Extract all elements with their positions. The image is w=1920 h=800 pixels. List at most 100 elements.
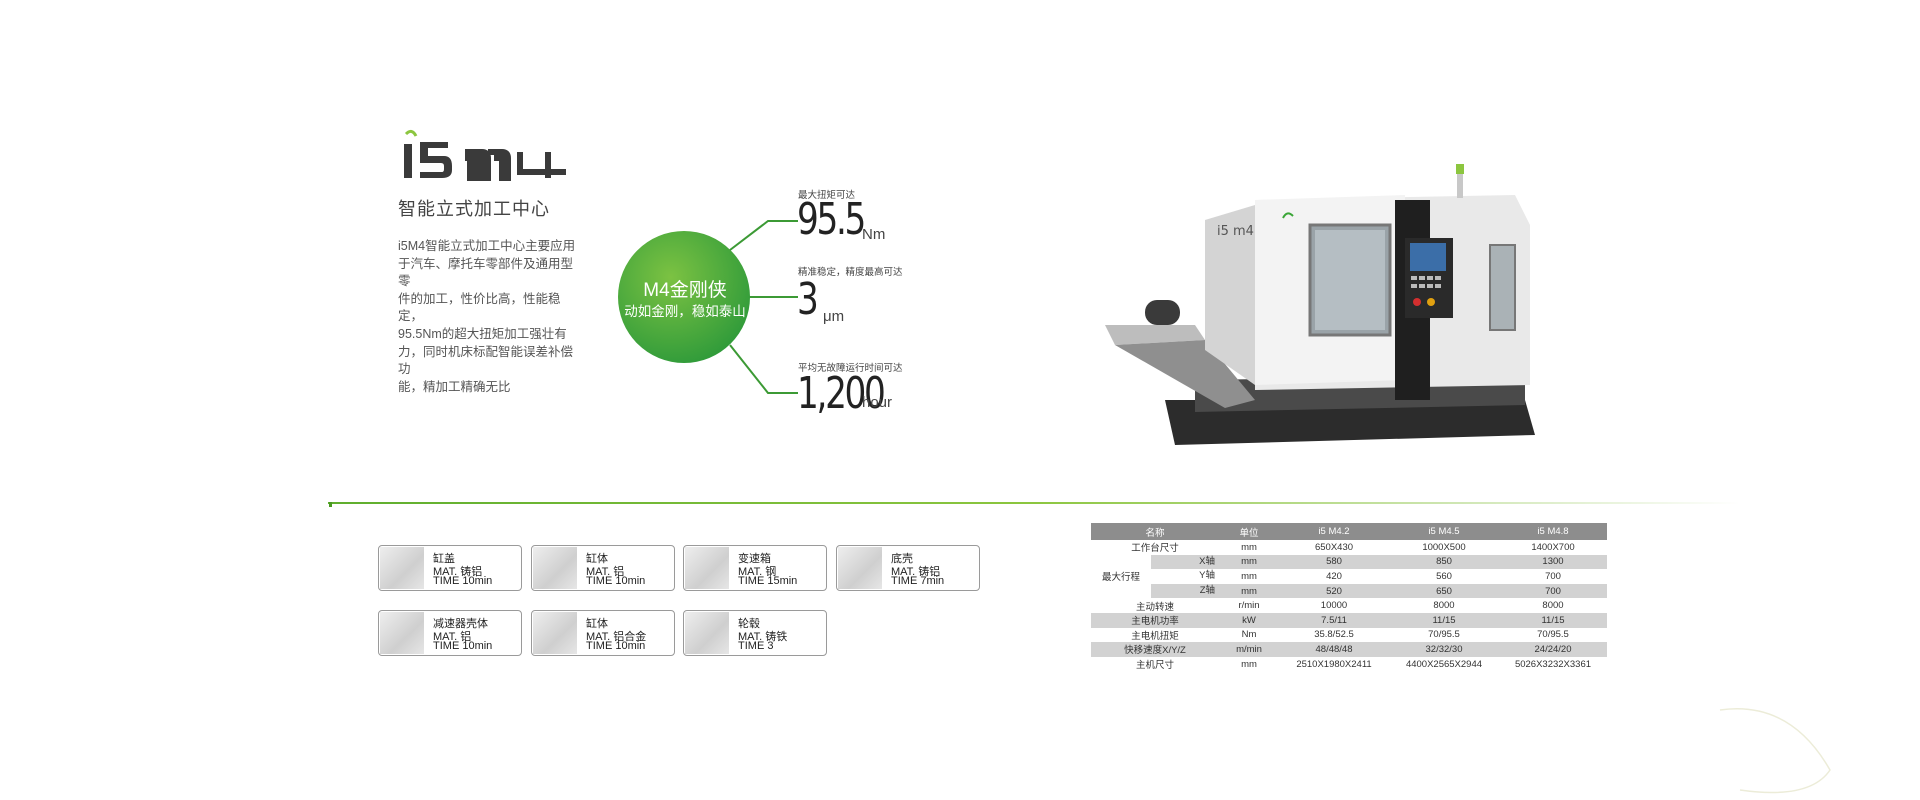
part-name: 缸体 [586,553,608,565]
cell: r/min [1238,600,1260,612]
wheel-hub-image [685,612,729,654]
cell: 35.8/52.5 [1314,629,1354,641]
part-name: 减速器壳体 [433,618,488,630]
description-line: 件的加工，性价比高，性能稳定， [398,291,561,324]
part-name: 缸体 [586,618,608,630]
group-cell: 最大行程 X轴 Y轴 Z轴 [1091,554,1219,599]
cell: 24/24/20 [1499,642,1607,657]
table-row: 工作台尺寸 mm 650X430 1000X500 1400X700 [1091,540,1607,555]
description-line: 能，精加工精确无比 [398,379,511,394]
connector-line-3 [729,344,798,394]
part-card-oil-pan: 底壳 MAT. 铸铝 TIME 7min [836,545,980,591]
part-material: MAT. 铝合金 [586,631,647,643]
part-time: TIME 10min [586,575,646,587]
part-card-gearbox: 变速箱 MAT. 钢 TIME 15min [683,545,827,591]
table-row: mm 420 560 700 [1091,569,1607,584]
cell: 700 [1499,583,1607,599]
axis-label: Z轴 [1151,583,1219,599]
part-card-wheel-hub: 轮毂 MAT. 铸铁 TIME 3 [683,610,827,656]
cell: 主机尺寸 [1135,660,1174,672]
cell: 11/15 [1389,612,1499,628]
axis-label: Y轴 [1151,569,1219,584]
gearbox-image [685,547,729,589]
cell: 650X430 [1314,541,1354,553]
stat-precision-label: 精准稳定，精度最高可达 [798,267,903,278]
cell: 48/48/48 [1279,642,1389,657]
product-description: i5M4智能立式加工中心主要应用 于汽车、摩托车零部件及通用型零 件的加工，性价… [398,238,580,396]
logo-leaf-mark [404,129,418,137]
cell: 1400X700 [1531,541,1575,553]
description-line: 力，同时机床标配智能误差补偿功 [398,344,574,377]
feature-callout-graphic [618,220,798,394]
cell: 主动转速 [1135,601,1174,613]
part-card-cylinder-block-alloy: 缸体 MAT. 铝合金 TIME 10min [531,610,675,656]
table-row: 主电机扭矩 Nm 35.8/52.5 70/95.5 70/95.5 [1091,628,1607,643]
cell: 8000 [1542,600,1564,612]
part-name: 变速箱 [738,553,771,565]
cell: 2510X1980X2411 [1296,658,1372,670]
axis-label: X轴 [1151,554,1219,570]
part-time: TIME 3 [738,640,774,652]
divider-start-mark [329,502,332,507]
group-label: 最大行程 [1101,572,1140,584]
cell: 1000X500 [1422,541,1466,553]
stat-torque-label: 最大扭矩可达 [798,190,856,201]
part-material: MAT. 铸铁 [738,631,788,643]
part-name: 缸盖 [433,553,455,565]
stat-precision-value: 3 [797,274,819,325]
machine-leaf-icon [1282,212,1294,219]
spec-table: 名称 单位 i5 M4.2 i5 M4.5 i5 M4.8 工作台尺寸 mm 6… [1091,523,1607,671]
table-header-row: 名称 单位 i5 M4.2 i5 M4.5 i5 M4.8 [1091,523,1607,540]
cell: 650 [1389,583,1499,599]
header-model-4-2: i5 M4.2 [1279,523,1389,540]
chip-conveyor [1105,325,1205,345]
cell: 32/32/30 [1389,642,1499,657]
part-name: 底壳 [891,553,913,565]
table-row: 主机尺寸 mm 2510X1980X2411 4400X2565X2944 50… [1091,657,1607,672]
description-line: 95.5Nm的超大扭矩加工强壮有 [398,326,567,341]
badge-subtitle: 动如金刚，稳如泰山 [624,304,746,319]
decorative-curve [1719,708,1831,794]
cell: 70/95.5 [1537,629,1569,641]
connector-line-1 [729,220,798,251]
cell: 快移速度X/Y/Z [1091,642,1219,657]
part-material: MAT. 铝 [433,631,472,643]
cell: mm [1241,570,1257,582]
cell: 850 [1389,554,1499,570]
part-material: MAT. 钢 [738,566,777,578]
stat-mtbf-label: 平均无故障运行时间可达 [798,363,903,374]
cell: 工作台尺寸 [1131,543,1179,555]
stat-mtbf-value: 1,200 [797,368,886,419]
cell: mm [1241,658,1257,670]
stat-torque-unit: Nm [862,226,886,243]
header-model-4-5: i5 M4.5 [1389,523,1499,540]
cell: mm [1241,541,1257,553]
part-material: MAT. 铸铝 [433,566,483,578]
cell: 4400X2565X2944 [1405,658,1483,670]
machine-image: i5 m4 [1105,164,1535,445]
cell: 580 [1279,554,1389,570]
cell: Nm [1241,629,1257,641]
part-time: TIME 10min [433,575,493,587]
header-name: 名称 [1091,523,1219,540]
table-row: 主电机功率 kW 7.5/11 11/15 11/15 [1091,612,1607,628]
part-time: TIME 10min [433,640,493,652]
cell: 1300 [1499,554,1607,570]
table-row: 主动转速 r/min 10000 8000 8000 [1091,598,1607,613]
description-line: i5M4智能立式加工中心主要应用 [398,239,576,253]
machine-base [1165,400,1535,445]
cell: 10000 [1320,600,1348,612]
part-time: TIME 15min [738,575,798,587]
part-material: MAT. 铸铝 [891,566,941,578]
cell: 主电机功率 [1091,612,1219,628]
cell: 420 [1326,570,1342,582]
status-light [1456,164,1464,174]
cell: kW [1219,612,1279,628]
cell: m/min [1219,642,1279,657]
cell: 700 [1545,570,1561,582]
header-model-4-8: i5 M4.8 [1499,523,1607,540]
part-material: MAT. 铝 [586,566,625,578]
part-time: TIME 10min [586,640,646,652]
table-row: 快移速度X/Y/Z m/min 48/48/48 32/32/30 24/24/… [1091,642,1607,657]
machine-logo-text: i5 m4 [1217,224,1254,239]
